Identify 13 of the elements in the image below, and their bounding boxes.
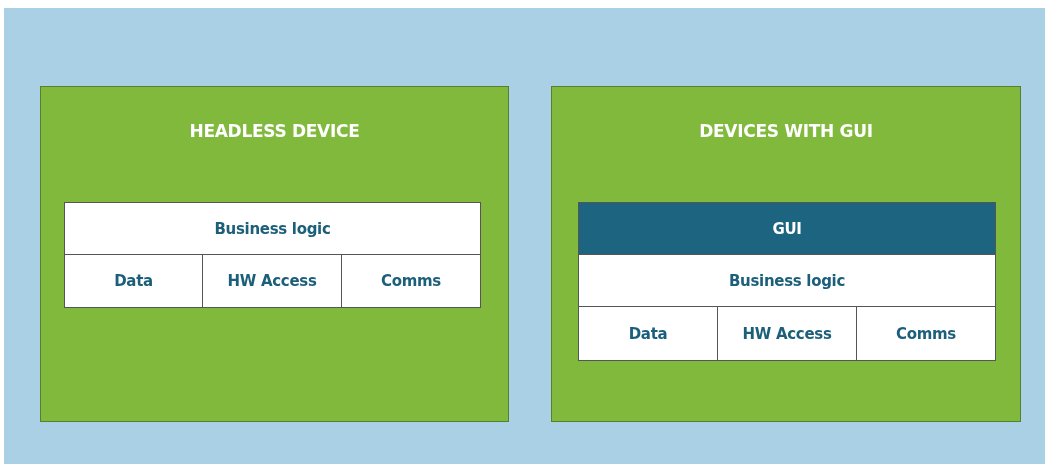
layer-block: Data	[578, 306, 718, 361]
device-panel	[551, 86, 1021, 422]
layer-block: HW Access	[717, 306, 857, 361]
layer-block: Data	[64, 254, 203, 308]
layer-block: HW Access	[202, 254, 342, 308]
layer-block: Business logic	[64, 202, 481, 255]
layer-block: Comms	[856, 306, 996, 361]
panel-title: HEADLESS DEVICE	[188, 121, 361, 141]
layer-block: Comms	[341, 254, 481, 308]
layer-block: GUI	[578, 202, 996, 255]
panel-title: DEVICES WITH GUI	[698, 121, 874, 141]
device-panel	[40, 86, 509, 422]
layer-block: Business logic	[578, 254, 996, 307]
